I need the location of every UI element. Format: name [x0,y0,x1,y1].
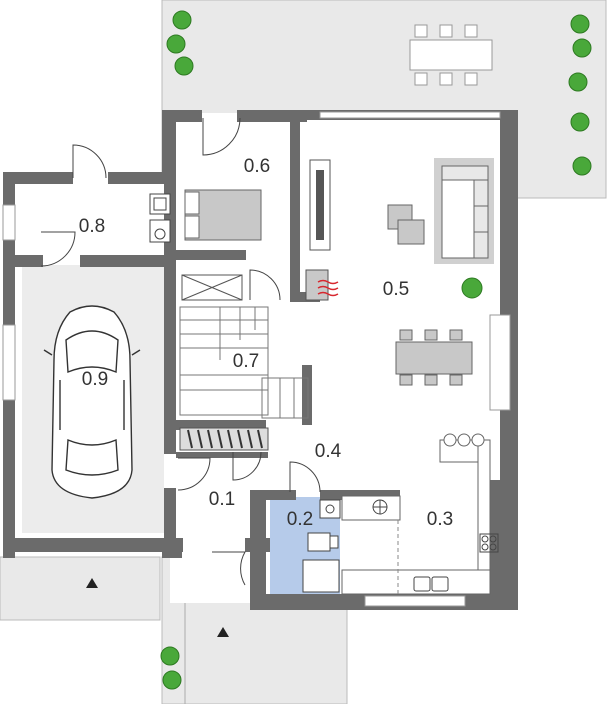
room-label-0-2: 0.2 [286,509,314,530]
coffee-table-2 [397,219,425,245]
room-label-0-6: 0.6 [243,156,271,177]
fireplace [305,159,331,301]
sofa-icon [434,158,494,264]
door-swings [40,117,321,586]
utility-fixtures [149,193,171,243]
toilet-icon [307,532,339,552]
shower [302,559,340,593]
garage-apron [0,556,161,621]
room-label-0-7: 0.7 [232,351,260,372]
room-label-0-1: 0.1 [208,489,236,510]
dining-table-icon [395,329,473,386]
stove-icon [479,533,499,553]
car-icon [43,305,141,499]
room-label-0-9: 0.9 [81,369,109,390]
entrance-arrow-icon [86,578,98,588]
stairs [179,306,309,419]
terrace-table [409,24,493,86]
walls [3,110,518,610]
room-label-0-8: 0.8 [78,216,106,237]
coat-rack [187,429,263,449]
sink-icon [413,576,449,592]
room-label-0-5: 0.5 [382,279,410,300]
room-label-0-3: 0.3 [426,509,454,530]
bed-icon [184,189,262,241]
bath-sink [319,499,341,519]
plant-icon [160,10,592,690]
radiator-icon [317,279,339,297]
room-label-0-4: 0.4 [314,441,342,462]
fan-icon [372,499,388,515]
entrance-arrow-icon-2 [217,627,229,637]
windows [2,111,511,607]
